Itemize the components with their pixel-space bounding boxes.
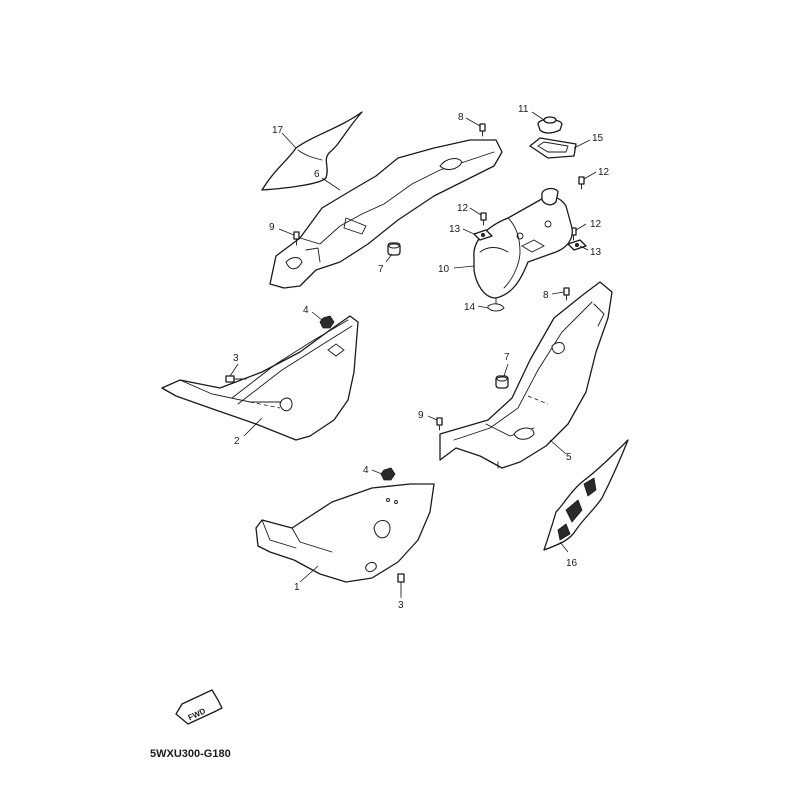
leader-4-upper <box>311 311 323 321</box>
callout-9-upper: 9 <box>269 222 275 233</box>
leader-6 <box>321 177 341 191</box>
part-9-screw-lower <box>436 417 443 431</box>
part-3-bolt-lower <box>397 573 405 595</box>
callout-17: 17 <box>272 125 284 136</box>
leader-7-lower <box>503 363 509 377</box>
leader-13-b <box>579 245 589 251</box>
fwd-arrow-icon: FWD <box>175 689 223 725</box>
leader-8-lower <box>551 291 565 295</box>
leader-9-lower <box>427 415 438 421</box>
leader-2 <box>243 417 263 437</box>
part-9-screw-upper <box>293 231 300 246</box>
part-12-screw-a <box>578 176 585 190</box>
part-13-clip-b <box>567 239 587 251</box>
callout-4-upper: 4 <box>303 305 309 316</box>
part-5-side-cover <box>439 281 613 469</box>
callout-1: 1 <box>294 582 300 593</box>
callout-11: 11 <box>518 104 529 115</box>
leader-17 <box>281 132 297 149</box>
callout-13-a: 13 <box>449 224 461 235</box>
part-7-grommet-lower <box>495 375 509 389</box>
callout-15: 15 <box>592 133 604 144</box>
leader-11 <box>531 111 545 121</box>
callout-2: 2 <box>234 436 240 447</box>
part-4-nut-lower <box>380 467 396 481</box>
leader-15 <box>573 139 591 149</box>
part-16-decal <box>543 439 629 551</box>
part-4-nut-upper <box>319 315 335 329</box>
part-17-decal <box>261 111 363 191</box>
callout-14: 14 <box>464 302 476 313</box>
callout-9-lower: 9 <box>418 410 424 421</box>
leader-12-b <box>469 207 482 216</box>
callout-12-a: 12 <box>598 167 610 178</box>
part-13-clip-a <box>473 229 493 241</box>
callout-7-lower: 7 <box>504 352 510 363</box>
leader-16 <box>559 541 569 553</box>
part-10-tank <box>473 187 573 305</box>
part-8-screw-upper <box>479 123 486 137</box>
leader-13-a <box>462 228 475 235</box>
part-8-screw-lower <box>563 287 570 301</box>
part-11-cap <box>537 116 563 134</box>
leader-4-lower <box>371 469 383 475</box>
leader-3-upper <box>229 363 239 377</box>
callout-13-b: 13 <box>590 247 602 258</box>
callout-7-upper: 7 <box>378 264 384 275</box>
leader-10 <box>453 265 475 269</box>
part-1-side-cover <box>255 483 435 583</box>
leader-12-c <box>575 223 587 231</box>
callout-8-lower: 8 <box>543 290 549 301</box>
part-2-cowl <box>161 315 359 441</box>
part-12-screw-b <box>480 212 487 226</box>
diagram-code: 5WXU300-G180 <box>150 748 231 760</box>
callout-6: 6 <box>314 169 320 180</box>
leader-5 <box>549 439 567 455</box>
callout-12-b: 12 <box>457 203 469 214</box>
part-7-grommet-upper <box>387 242 401 256</box>
callout-16: 16 <box>566 558 578 569</box>
leader-9-upper <box>278 228 295 236</box>
callout-10: 10 <box>438 264 450 275</box>
callout-5: 5 <box>566 452 572 463</box>
leader-1 <box>299 565 319 583</box>
part-14-clamp <box>487 303 505 312</box>
part-15-seal <box>529 137 577 159</box>
part-6-side-cover <box>269 139 503 289</box>
callout-3-lower: 3 <box>398 600 404 611</box>
callout-3-upper: 3 <box>233 353 239 364</box>
leader-12-a <box>583 171 597 180</box>
callout-12-c: 12 <box>590 219 602 230</box>
leader-7-upper <box>385 253 393 263</box>
callout-4-lower: 4 <box>363 465 369 476</box>
callout-8-upper: 8 <box>458 112 464 123</box>
leader-8-upper <box>465 117 481 127</box>
leader-14 <box>477 305 489 309</box>
